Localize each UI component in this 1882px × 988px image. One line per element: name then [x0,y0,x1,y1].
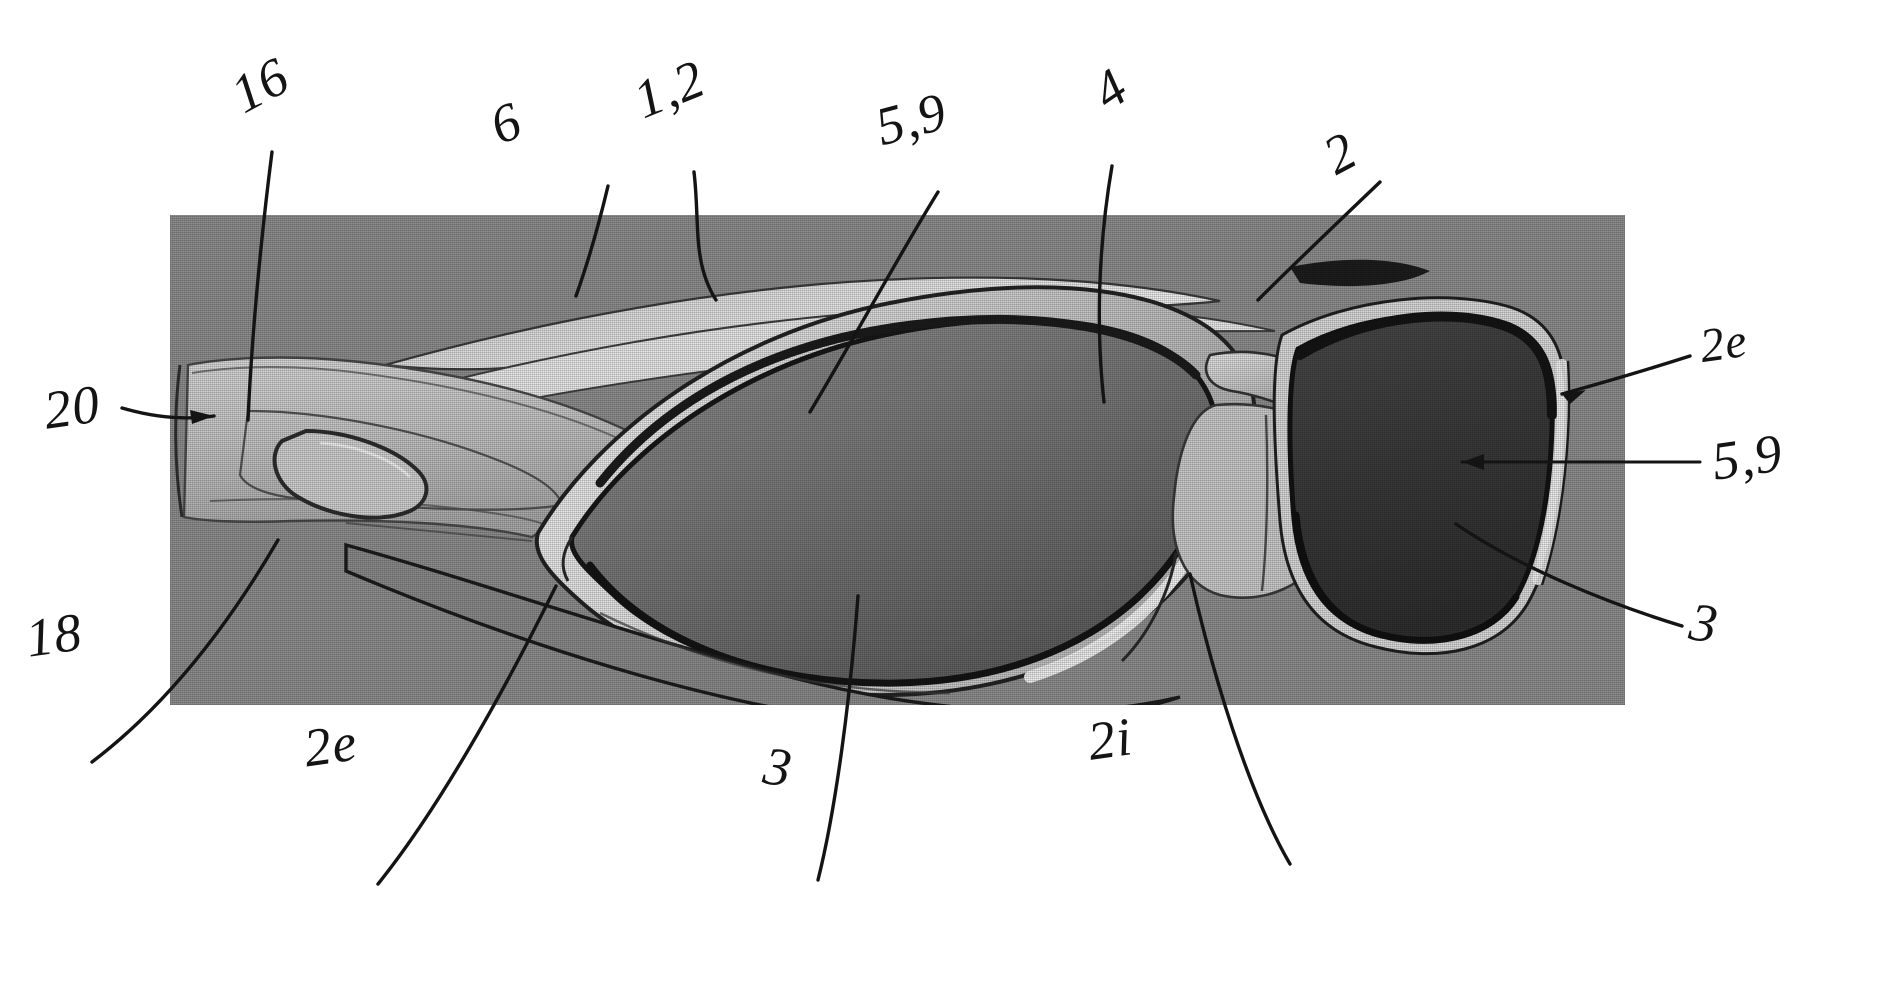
nose-pad-groove [1260,414,1269,592]
temple-button-pad-highlight [319,441,412,479]
main-lens-bottom-rim [586,547,1182,687]
leader-2i [1188,572,1292,866]
frame-top-accent [1290,259,1430,287]
lower-frame-sweep [344,542,1181,705]
leader-2e-right [1560,354,1692,396]
right-lens-outer-edge [1532,359,1569,585]
leader-3-bottom [816,594,860,882]
leader-1-2 [692,170,718,302]
main-lens-outer-edge [561,536,574,582]
temple-arm-tip [174,364,184,518]
shadow-accent-left [345,522,533,542]
right-lens-outer-edge-line [1540,360,1571,586]
main-lens-top-rim [595,315,1201,488]
glasses-photograph [174,259,1571,705]
leader-3-right [1454,522,1684,628]
leader-6 [574,184,610,298]
leader-4 [1097,164,1114,404]
annotation-2e-bottom: 2e [300,711,361,779]
temple-arm-bevel [191,366,633,446]
shadow-accent-bottom [599,611,951,695]
arrow-20 [190,410,214,424]
annotation-2e-right: 2e [1696,313,1751,374]
arrow-2e-right [1562,390,1586,404]
right-lens-top-rim [1295,311,1557,420]
annotation-2i: 2i [1084,706,1136,772]
annotation-18: 18 [22,601,86,669]
photo-plate [170,215,1625,705]
arrow-5-9-right [1462,454,1484,470]
right-lens-bottom-rim [1292,511,1520,644]
annotation-20: 20 [40,373,104,441]
leader-2e-bottom [376,584,558,886]
leader-2 [1256,180,1382,302]
main-lens-inner-edge [1120,552,1178,663]
leader-18 [90,538,280,764]
annotation-5-9-right: 5,9 [1708,422,1787,492]
leader-5-9-top [808,190,940,414]
temple-button-pad [272,428,429,520]
leader-16 [246,150,274,422]
temple-arm-inner-contour [209,498,547,526]
